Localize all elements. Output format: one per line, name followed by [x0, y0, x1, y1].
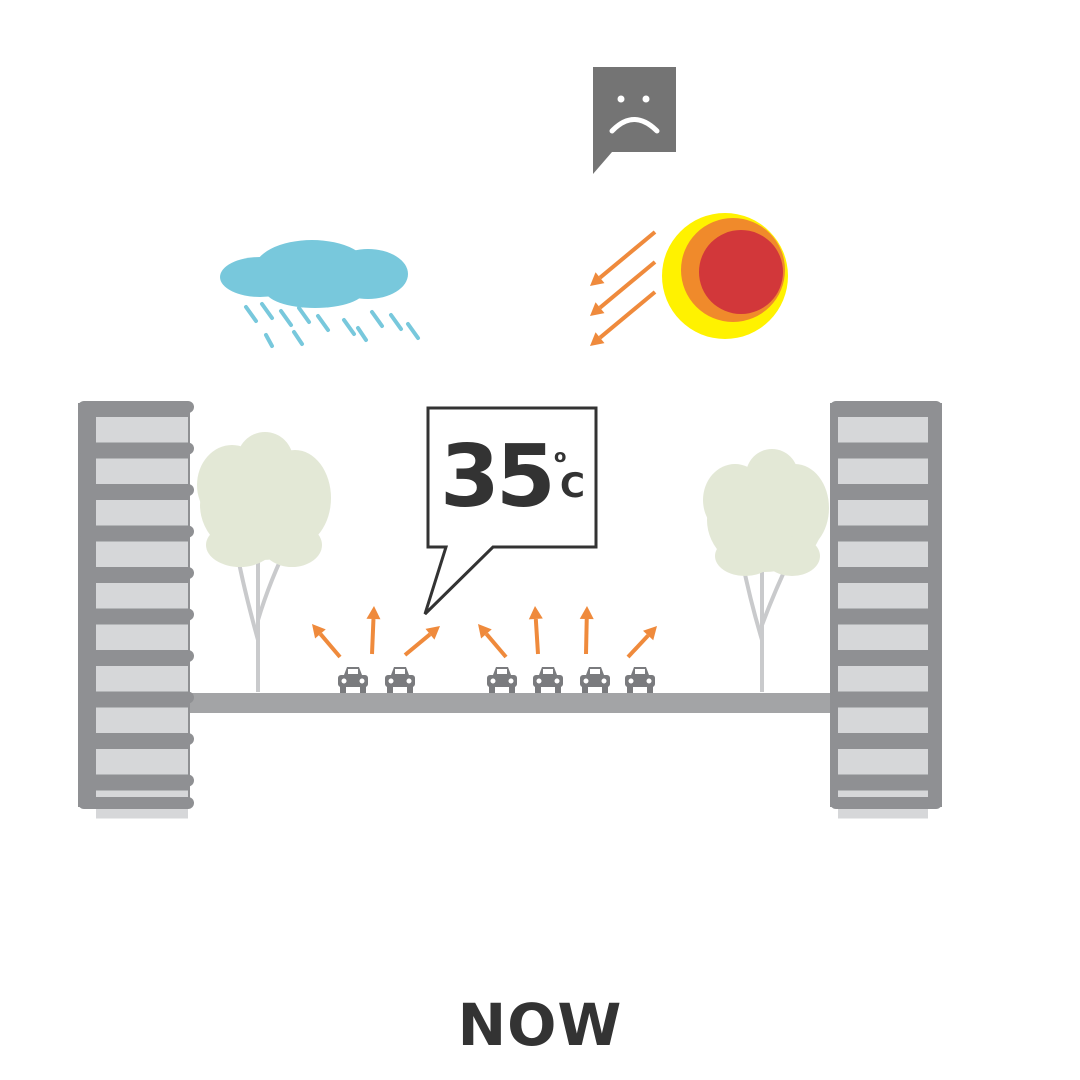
building-right: [830, 401, 942, 819]
sun-icon: [662, 213, 788, 339]
car-icon: [338, 667, 368, 693]
sun-ray-arrow: [590, 230, 657, 286]
tree-right: [703, 449, 829, 692]
temperature-value: 35: [440, 427, 556, 527]
caption-now: NOW: [457, 991, 623, 1059]
temperature-unit: C: [560, 466, 585, 506]
heat-arrow: [528, 606, 543, 655]
car-icon: [385, 667, 415, 693]
sun-ray-arrow: [590, 290, 657, 346]
car-icon: [487, 667, 517, 693]
sun-ray-arrow: [590, 260, 657, 316]
sun-ray-arrows: [590, 230, 657, 346]
tree-left: [197, 432, 331, 692]
heat-arrow: [366, 606, 381, 655]
heat-arrow: [626, 626, 657, 659]
heat-arrow: [478, 624, 508, 659]
car-icon: [625, 667, 655, 693]
heat-arrow: [579, 606, 594, 655]
temperature-bubble: [423, 406, 598, 616]
temperature-degree: o: [554, 446, 567, 467]
heat-arrow: [312, 624, 342, 659]
sad-face-icon: [593, 67, 676, 174]
rain-cloud-icon: [220, 240, 420, 348]
street-ground: [80, 693, 940, 713]
cars: [338, 667, 655, 693]
heat-arrow: [403, 626, 440, 657]
building-left: [78, 401, 194, 819]
heat-arrows: [312, 606, 657, 659]
car-icon: [533, 667, 563, 693]
car-icon: [580, 667, 610, 693]
